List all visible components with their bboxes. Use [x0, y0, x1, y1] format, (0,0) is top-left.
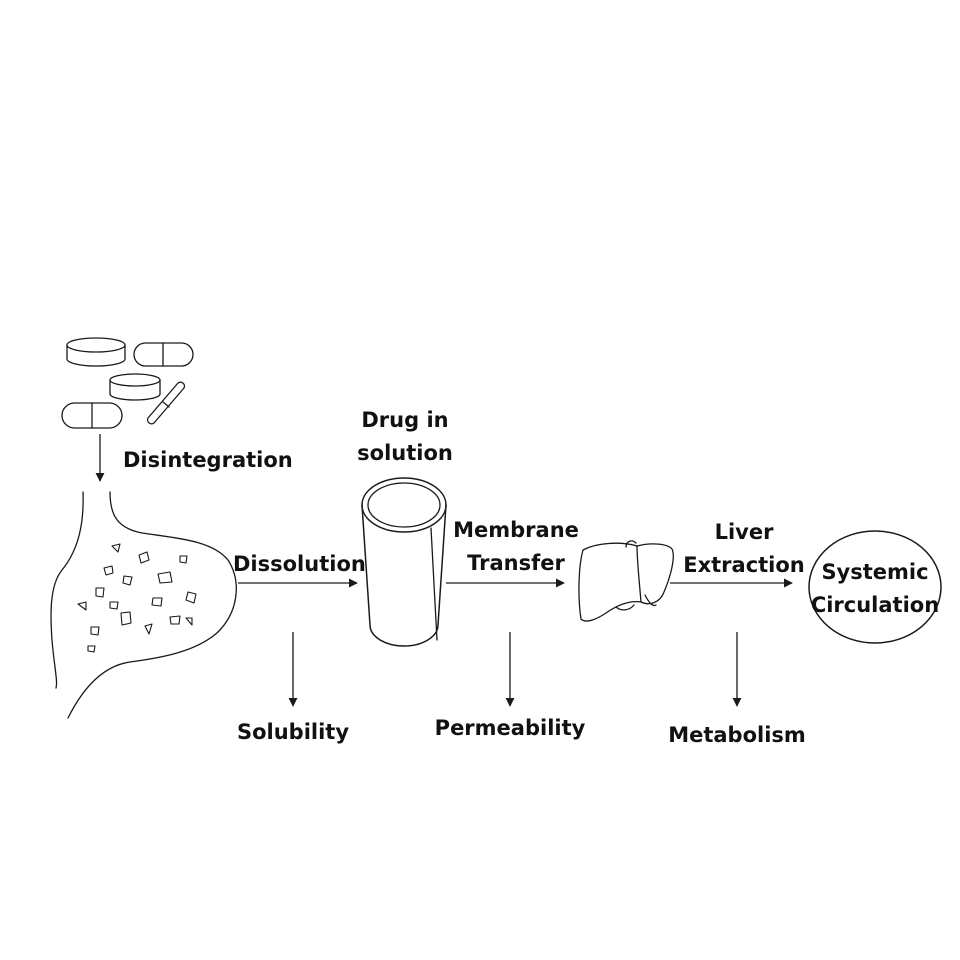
- label-membrane-transfer-line1: Membrane: [453, 518, 579, 542]
- label-dissolution: Dissolution: [233, 552, 366, 576]
- label-systemic-circulation-line1: Systemic: [821, 560, 929, 584]
- label-membrane-transfer: Membrane Transfer: [446, 514, 586, 579]
- label-drug-in-solution: Drug in solution: [340, 404, 470, 469]
- label-liver-extraction-line1: Liver: [714, 520, 774, 544]
- capsule-icon: [146, 381, 186, 425]
- label-drug-in-solution-line2: solution: [357, 440, 453, 465]
- label-membrane-transfer-line2: Transfer: [467, 550, 565, 575]
- capsule-icon: [133, 342, 194, 367]
- liver-icon: [578, 540, 674, 622]
- label-liver-extraction: Liver Extraction: [680, 516, 808, 581]
- label-systemic-circulation: Systemic Circulation: [810, 556, 940, 621]
- label-permeability: Permeability: [434, 716, 586, 740]
- tablet-icon: [66, 337, 126, 367]
- label-disintegration: Disintegration: [123, 448, 293, 472]
- systemic-circulation-node: [808, 530, 942, 644]
- label-systemic-circulation-line2: Circulation: [810, 592, 940, 617]
- label-liver-extraction-line2: Extraction: [683, 552, 805, 577]
- capsule-icon: [61, 402, 123, 429]
- label-drug-in-solution-line1: Drug in: [361, 408, 449, 432]
- label-solubility: Solubility: [236, 720, 350, 744]
- label-metabolism: Metabolism: [668, 723, 806, 747]
- cylinder-icon: [361, 477, 447, 647]
- stomach-icon: [50, 491, 237, 719]
- tablet-icon: [109, 373, 161, 401]
